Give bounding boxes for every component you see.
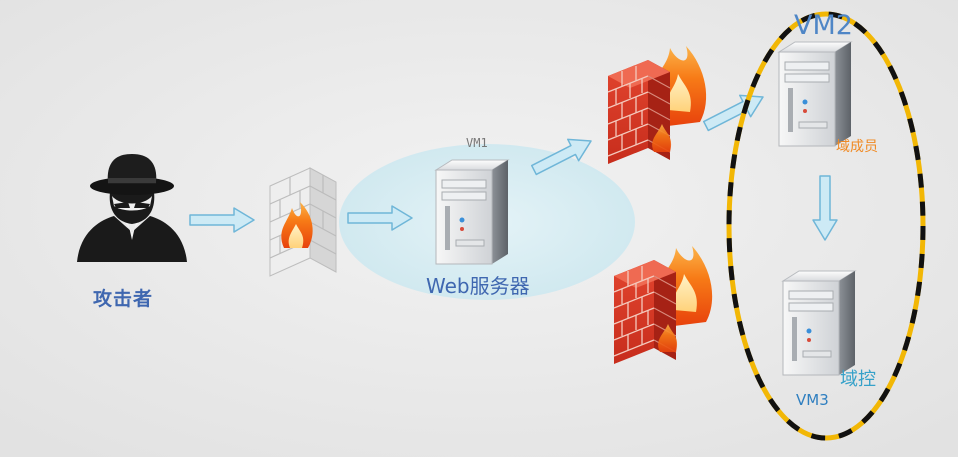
vm1-label: VM1 (466, 136, 488, 150)
domain-member-server-icon (778, 41, 852, 147)
firewall-icon (269, 167, 337, 277)
domain-boundary (726, 11, 926, 441)
web-server-icon (435, 159, 509, 265)
vm2-label: VM2 (794, 10, 853, 41)
hacker-icon (77, 154, 187, 262)
attacker-label: 攻击者 (93, 288, 154, 310)
domain-controller-server-icon (782, 270, 856, 376)
domain-controller-label: 域控 (840, 369, 876, 390)
web-server-label: Web服务器 (426, 274, 530, 298)
domain-member-label: 域成员 (836, 139, 878, 155)
vm3-label: VM3 (796, 391, 829, 409)
